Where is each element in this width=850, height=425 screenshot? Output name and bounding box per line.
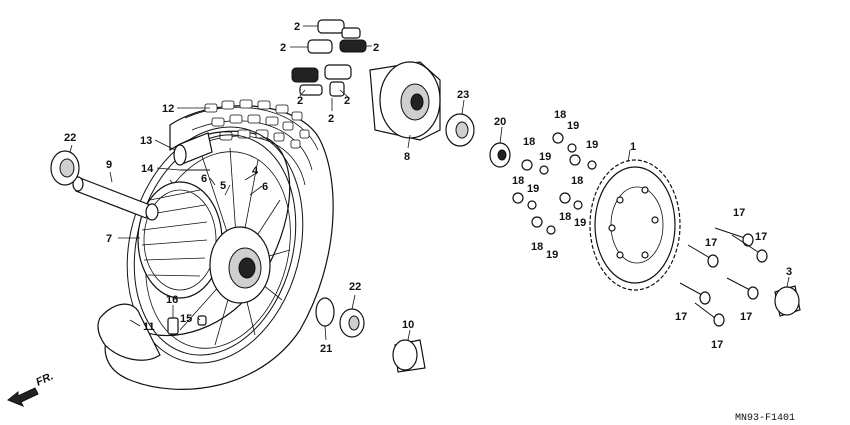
label-18f: 18 <box>531 241 543 253</box>
leader-lines <box>69 25 790 341</box>
valve-nut <box>197 315 207 326</box>
label-17d: 17 <box>675 311 687 323</box>
label-22b: 22 <box>349 281 361 293</box>
bearing-right <box>339 308 365 338</box>
collar <box>489 142 511 168</box>
label-18d: 18 <box>512 175 524 187</box>
label-19a: 19 <box>567 120 579 132</box>
label-19d: 19 <box>527 183 539 195</box>
bearing-left <box>50 150 80 186</box>
o-ring <box>315 297 335 327</box>
label-16: 16 <box>166 294 178 306</box>
rim-band <box>97 303 161 361</box>
sprocket-washers <box>527 143 597 235</box>
label-17e: 17 <box>740 311 752 323</box>
label-17f: 17 <box>711 339 723 351</box>
label-13: 13 <box>140 135 152 147</box>
label-15: 15 <box>180 313 192 325</box>
tube <box>173 132 213 166</box>
label-2f: 2 <box>328 113 334 125</box>
label-2c: 2 <box>373 42 379 54</box>
label-14: 14 <box>141 163 154 175</box>
label-22a: 22 <box>64 132 76 144</box>
label-17a: 17 <box>733 207 745 219</box>
distance-collar <box>392 339 426 373</box>
sprocket-bolts <box>679 227 768 327</box>
axle <box>72 176 159 221</box>
label-23: 23 <box>457 89 469 101</box>
callout-labels: 2 2 2 2 2 2 12 13 14 22 9 7 4 6 5 6 11 1… <box>64 21 795 424</box>
label-11: 11 <box>143 321 155 333</box>
label-18e: 18 <box>559 211 571 223</box>
sprocket <box>589 159 681 291</box>
label-4: 4 <box>252 165 259 177</box>
label-12: 12 <box>162 103 174 115</box>
sprocket-flange <box>369 61 441 141</box>
label-2a: 2 <box>294 21 300 33</box>
label-21: 21 <box>320 343 332 355</box>
label-18a: 18 <box>554 109 566 121</box>
label-8: 8 <box>404 151 410 163</box>
label-2b: 2 <box>280 42 286 54</box>
label-20: 20 <box>494 116 506 128</box>
label-18b: 18 <box>523 136 535 148</box>
side-collar <box>774 285 801 317</box>
label-6b: 6 <box>262 181 268 193</box>
label-19f: 19 <box>546 249 558 261</box>
label-1: 1 <box>630 141 636 153</box>
label-19e: 19 <box>574 217 586 229</box>
label-19b: 19 <box>586 139 598 151</box>
label-17b: 17 <box>755 231 767 243</box>
bearing-flange <box>445 113 475 147</box>
label-18c: 18 <box>571 175 583 187</box>
label-10: 10 <box>402 319 414 331</box>
valve-cap <box>167 317 179 335</box>
label-6a: 6 <box>201 173 207 185</box>
label-19c: 19 <box>539 151 551 163</box>
label-2e: 2 <box>344 95 350 107</box>
diagram-code: MN93-F1401 <box>735 413 795 424</box>
label-7: 7 <box>106 233 112 245</box>
sprocket-nuts <box>512 132 581 228</box>
label-2d: 2 <box>297 95 303 107</box>
front-marker-text: FR. <box>34 370 55 388</box>
label-3: 3 <box>786 266 792 278</box>
label-9: 9 <box>106 159 112 171</box>
rear-hub <box>137 181 271 304</box>
label-17c: 17 <box>705 237 717 249</box>
label-5: 5 <box>220 180 226 192</box>
front-arrow: FR. <box>7 370 55 407</box>
damper-rubbers <box>291 19 367 97</box>
